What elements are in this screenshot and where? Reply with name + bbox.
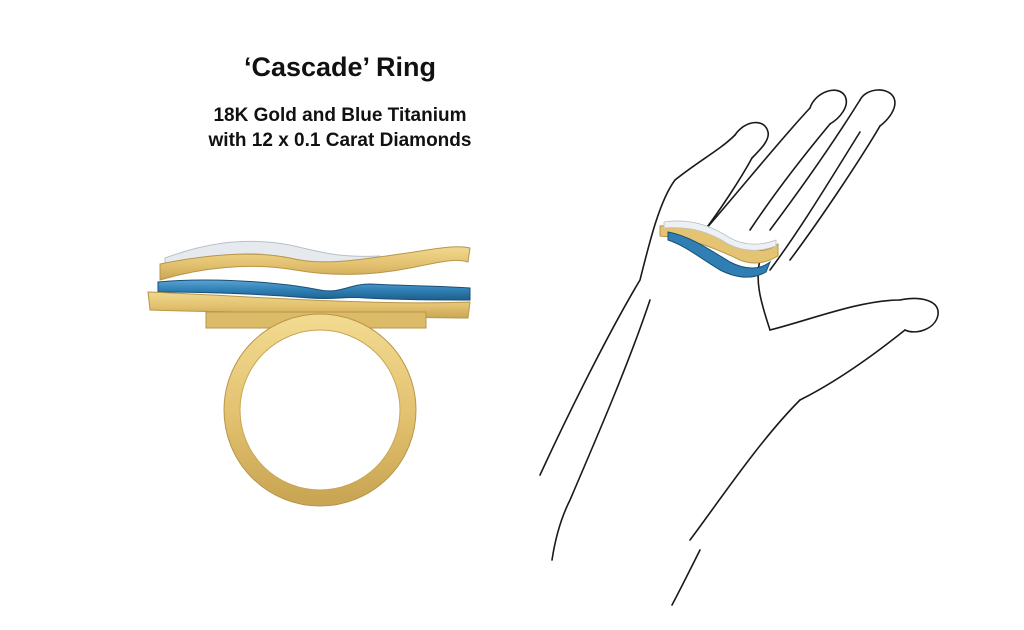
blue-titanium-band (157, 279, 471, 301)
ring-on-finger (659, 220, 779, 278)
description-line-1: 18K Gold and Blue Titanium (213, 105, 467, 126)
gold-shank (224, 314, 416, 506)
gold-upper-band (159, 246, 471, 281)
product-title: ‘Cascade’ Ring (243, 52, 437, 82)
description-line-2: with 12 x 0.1 Carat Diamonds (208, 130, 472, 151)
product-description: 18K Gold and Blue Titanium with 12 x 0.1… (170, 103, 510, 153)
